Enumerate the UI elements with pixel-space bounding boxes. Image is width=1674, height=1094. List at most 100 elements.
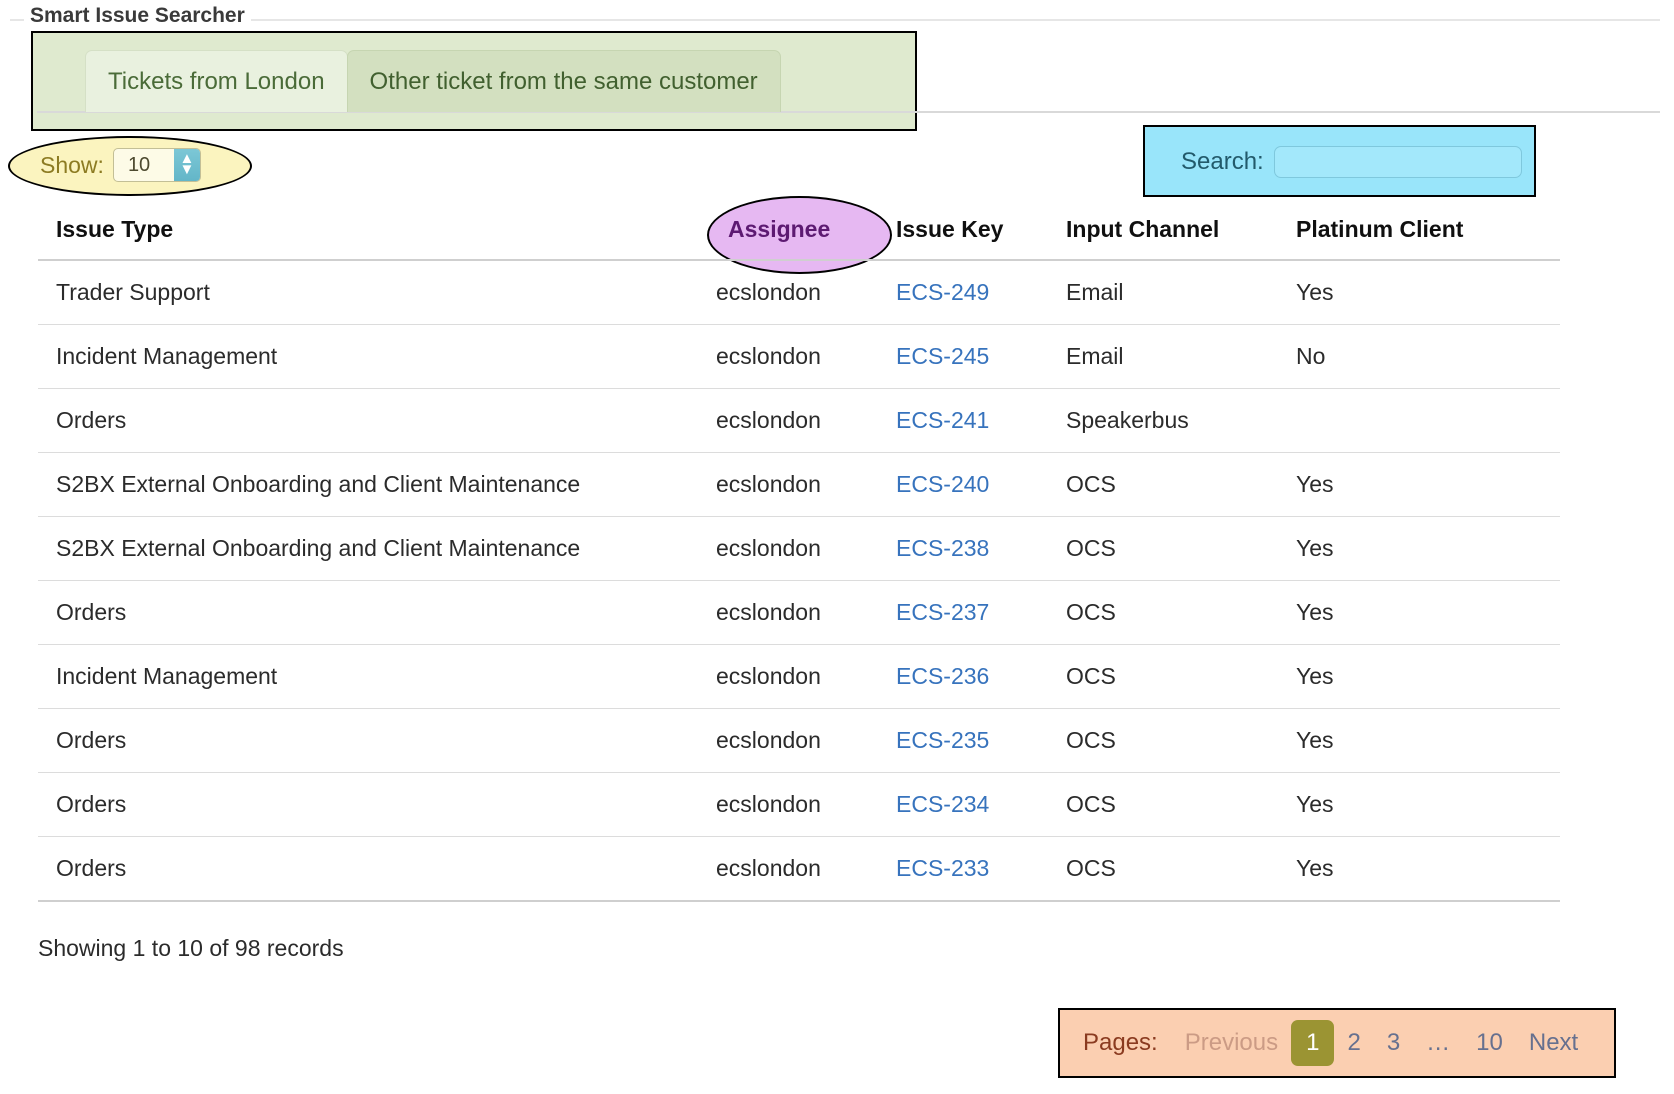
- pagination-next[interactable]: Next: [1528, 1029, 1579, 1056]
- cell-assignee: ecslondon: [698, 452, 878, 517]
- cell-platinum-client: [1278, 388, 1560, 453]
- cell-input-channel: OCS: [1048, 708, 1278, 773]
- tab-tickets-from-london[interactable]: Tickets from London: [85, 50, 348, 112]
- cell-assignee: ecslondon: [698, 388, 878, 453]
- pagination: Pages: Previous 1 2 3 … 10 Next: [1083, 1020, 1591, 1066]
- cell-input-channel: OCS: [1048, 644, 1278, 709]
- cell-platinum-client: Yes: [1278, 836, 1560, 902]
- cell-assignee: ecslondon: [698, 708, 878, 773]
- column-header-issue-key[interactable]: Issue Key: [878, 210, 1048, 261]
- column-header-issue-type[interactable]: Issue Type: [38, 210, 698, 261]
- cell-issue-type: Orders: [38, 388, 698, 453]
- pagination-page-1[interactable]: 1: [1291, 1020, 1335, 1066]
- showing-records-info: Showing 1 to 10 of 98 records: [38, 935, 344, 961]
- cell-issue-key: ECS-245: [878, 324, 1048, 389]
- cell-platinum-client: Yes: [1278, 452, 1560, 517]
- pagination-previous[interactable]: Previous: [1184, 1029, 1279, 1056]
- cell-issue-type: Orders: [38, 772, 698, 837]
- cell-issue-type: Orders: [38, 580, 698, 645]
- cell-assignee: ecslondon: [698, 516, 878, 581]
- tab-list: Tickets from London Other ticket from th…: [85, 50, 781, 112]
- cell-input-channel: OCS: [1048, 452, 1278, 517]
- cell-platinum-client: Yes: [1278, 772, 1560, 837]
- issue-key-link[interactable]: ECS-237: [896, 599, 990, 625]
- pagination-page-3[interactable]: 3: [1386, 1029, 1401, 1056]
- fieldset-rule: [10, 19, 1660, 21]
- cell-input-channel: OCS: [1048, 836, 1278, 902]
- table-row[interactable]: S2BX External Onboarding and Client Main…: [38, 452, 1560, 517]
- table-header-row: Issue Type Assignee Issue Key Input Chan…: [38, 210, 1560, 261]
- cell-platinum-client: Yes: [1278, 708, 1560, 773]
- cell-issue-key: ECS-238: [878, 516, 1048, 581]
- cell-issue-key: ECS-233: [878, 836, 1048, 902]
- cell-issue-key: ECS-236: [878, 644, 1048, 709]
- page-length-control: Show: 10 ▲ ▼: [40, 148, 201, 182]
- search-label: Search:: [1181, 148, 1264, 175]
- search-input[interactable]: [1273, 146, 1522, 178]
- cell-issue-type: S2BX External Onboarding and Client Main…: [38, 452, 698, 517]
- cell-assignee: ecslondon: [698, 580, 878, 645]
- cell-issue-type: Incident Management: [38, 324, 698, 389]
- cell-issue-key: ECS-241: [878, 388, 1048, 453]
- issue-key-link[interactable]: ECS-238: [896, 535, 990, 561]
- cell-issue-key: ECS-237: [878, 580, 1048, 645]
- cell-issue-type: Orders: [38, 708, 698, 773]
- table-row[interactable]: S2BX External Onboarding and Client Main…: [38, 516, 1560, 581]
- issue-key-link[interactable]: ECS-241: [896, 407, 990, 433]
- cell-issue-key: ECS-249: [878, 260, 1048, 325]
- pagination-highlight-box: [1058, 1008, 1616, 1078]
- column-header-assignee[interactable]: Assignee: [698, 210, 878, 261]
- cell-issue-key: ECS-234: [878, 772, 1048, 837]
- cell-platinum-client: Yes: [1278, 644, 1560, 709]
- issues-table: Issue Type Assignee Issue Key Input Chan…: [38, 210, 1560, 902]
- tab-label: Other ticket from the same customer: [369, 67, 758, 95]
- column-header-input-channel[interactable]: Input Channel: [1048, 210, 1278, 261]
- cell-assignee: ecslondon: [698, 644, 878, 709]
- search-control: Search:: [1181, 146, 1522, 178]
- cell-input-channel: OCS: [1048, 580, 1278, 645]
- cell-platinum-client: Yes: [1278, 580, 1560, 645]
- page-length-value: 10: [127, 153, 151, 176]
- issue-key-link[interactable]: ECS-234: [896, 791, 990, 817]
- issue-key-link[interactable]: ECS-249: [896, 279, 990, 305]
- cell-input-channel: OCS: [1048, 772, 1278, 837]
- issue-key-link[interactable]: ECS-245: [896, 343, 990, 369]
- cell-platinum-client: No: [1278, 324, 1560, 389]
- cell-input-channel: Email: [1048, 324, 1278, 389]
- cell-platinum-client: Yes: [1278, 260, 1560, 325]
- cell-issue-key: ECS-240: [878, 452, 1048, 517]
- cell-input-channel: Email: [1048, 260, 1278, 325]
- cell-assignee: ecslondon: [698, 324, 878, 389]
- pagination-label: Pages:: [1083, 1029, 1158, 1056]
- issue-key-link[interactable]: ECS-233: [896, 855, 990, 881]
- cell-assignee: ecslondon: [698, 772, 878, 837]
- cell-issue-key: ECS-235: [878, 708, 1048, 773]
- cell-assignee: ecslondon: [698, 836, 878, 902]
- cell-assignee: ecslondon: [698, 260, 878, 325]
- cell-input-channel: Speakerbus: [1048, 388, 1278, 453]
- page-length-select[interactable]: 10 ▲ ▼: [112, 148, 201, 182]
- page-title: Smart Issue Searcher: [24, 4, 251, 28]
- issue-key-link[interactable]: ECS-236: [896, 663, 990, 689]
- issue-key-link[interactable]: ECS-240: [896, 471, 990, 497]
- column-header-platinum-client[interactable]: Platinum Client: [1278, 210, 1560, 261]
- pagination-page-2[interactable]: 2: [1347, 1029, 1361, 1056]
- cell-issue-type: Trader Support: [38, 260, 698, 325]
- stepper-arrows-icon[interactable]: ▲ ▼: [173, 149, 200, 181]
- cell-platinum-client: Yes: [1278, 516, 1560, 581]
- pagination-page-10[interactable]: 10: [1476, 1029, 1503, 1056]
- cell-issue-type: S2BX External Onboarding and Client Main…: [38, 516, 698, 581]
- tab-other-ticket-same-customer[interactable]: Other ticket from the same customer: [346, 50, 781, 112]
- issue-key-link[interactable]: ECS-235: [896, 727, 990, 753]
- cell-input-channel: OCS: [1048, 516, 1278, 581]
